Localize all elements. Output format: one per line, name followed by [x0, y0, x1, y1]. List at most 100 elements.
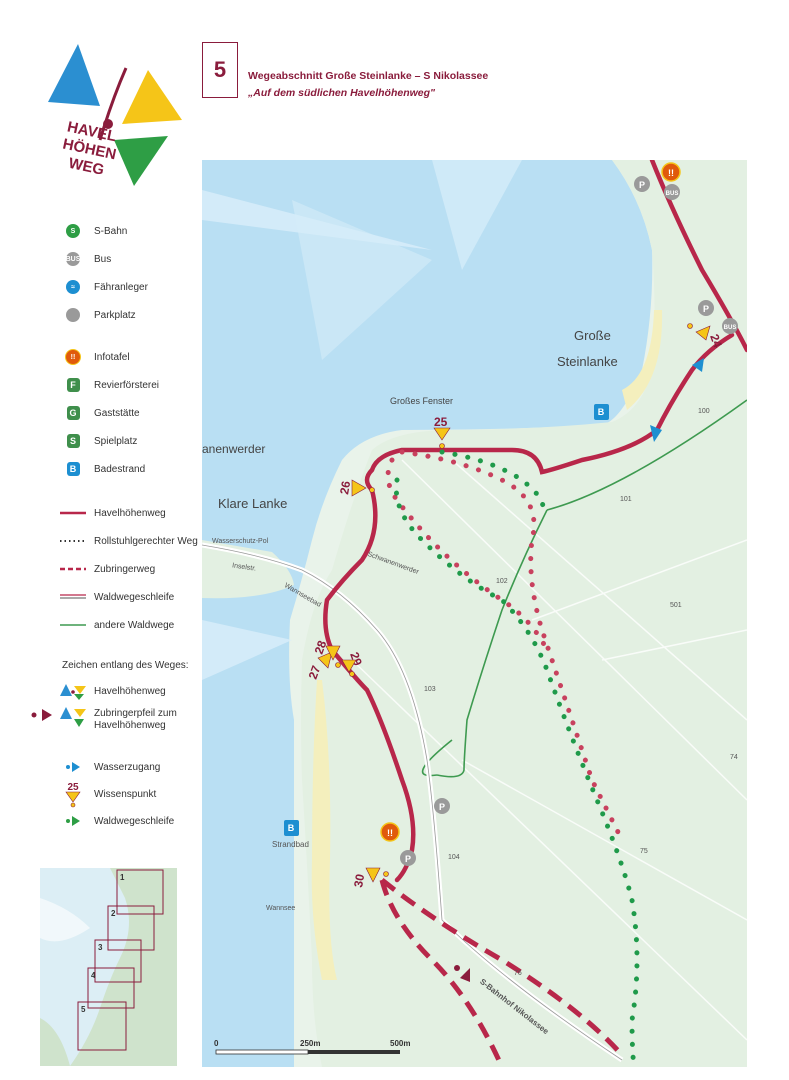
forest-number-76: 76 — [514, 970, 522, 977]
overview-map: 1 2 3 4 5 — [40, 868, 177, 1066]
water-access-icon — [650, 425, 662, 442]
legend-item-havelhoehenweg: Havelhöhenweg — [60, 504, 166, 522]
forest-number-100: 100 — [698, 408, 710, 415]
legend-signs-title: Zeichen entlang des Weges: — [62, 660, 189, 671]
bus-icon: BUS — [722, 318, 738, 334]
page-subtitle: „Auf dem südlichen Havelhöhenweg" — [248, 87, 436, 99]
svg-text:P: P — [439, 802, 445, 812]
legend-sign-water-access: Wasserzugang — [60, 758, 160, 776]
bus-icon: BUS — [66, 252, 80, 266]
label-wasserschutz: Wasserschutz-Pol — [212, 538, 269, 545]
legend-item-infotafel: !! Infotafel — [60, 348, 130, 366]
s-bahn-icon: S — [66, 224, 80, 238]
svg-text:!!: !! — [668, 168, 674, 178]
svg-text:P: P — [703, 304, 709, 314]
double-line-icon — [60, 594, 86, 599]
legend-sign-trail: Havelhöhenweg — [60, 682, 166, 700]
main-map: 25 24 26 27 28 — [202, 160, 747, 1067]
legend-item-feeder-path: Zubringerweg — [60, 560, 155, 578]
overview-section-4: 4 — [91, 971, 96, 980]
knowledge-point-29: 29 — [341, 650, 365, 677]
legend-item-forest-loop: Waldwegeschleife — [60, 588, 174, 606]
dashed-maroon-line-icon — [60, 567, 86, 571]
feeder-arrow-icon — [31, 707, 86, 727]
label-schwanenwerder: anenwerder — [202, 442, 266, 456]
section-number-box: 5 — [202, 42, 238, 98]
beach-icon: B — [594, 404, 609, 420]
forest-loop-icon — [66, 816, 80, 826]
dotted-line-icon — [60, 540, 86, 542]
knowledge-point-icon: 25 — [65, 782, 81, 808]
label-strandbad: Strandbad — [272, 840, 309, 849]
parking-icon: P — [400, 850, 416, 866]
knowledge-point-27: 27 — [306, 651, 333, 681]
forest-number-75: 75 — [640, 848, 648, 855]
svg-text:P: P — [639, 180, 645, 190]
beach-strip — [311, 680, 337, 980]
svg-text:BUS: BUS — [724, 325, 737, 331]
scale-bar: 0 250m 500m — [214, 1039, 410, 1055]
svg-text:P: P — [405, 854, 411, 864]
knowledge-point-24: 24 — [687, 323, 725, 350]
label-grosse: Große — [574, 328, 611, 343]
legend-item-bus: BUS Bus — [65, 252, 112, 266]
legend-item-s-bahn: S S-Bahn — [60, 222, 127, 240]
schwanenwerder-island — [202, 540, 294, 599]
red-dotted-path — [399, 449, 625, 843]
label-steinlanke: Steinlanke — [557, 354, 618, 369]
svg-text:500m: 500m — [390, 1039, 410, 1048]
parking-icon: P — [634, 176, 650, 192]
feeder-arrow-dot — [454, 965, 460, 971]
svg-text:30: 30 — [351, 873, 367, 889]
svg-text:250m: 250m — [300, 1039, 320, 1048]
solid-green-line-icon — [60, 624, 86, 626]
legend-item-ferry: ≈ Fähranleger — [60, 278, 148, 296]
green-dotted-path — [439, 449, 546, 513]
svg-text:0: 0 — [214, 1039, 219, 1048]
forest-number-101: 101 — [620, 496, 632, 503]
svg-text:26: 26 — [337, 480, 353, 496]
overview-section-3: 3 — [98, 943, 103, 952]
info-board-icon: !! — [65, 349, 81, 365]
knowledge-point-26: 26 — [337, 479, 375, 497]
ferry-icon: ≈ — [66, 280, 80, 294]
legend-item-forestry: F Revierförsterei — [60, 376, 159, 394]
svg-text:!!: !! — [387, 828, 393, 838]
overview-section-1: 1 — [120, 873, 125, 882]
legend-item-parking: Parkplatz — [60, 306, 136, 324]
playground-icon: S — [66, 434, 80, 448]
info-board-icon: !! — [380, 822, 400, 842]
svg-text:25: 25 — [67, 782, 79, 793]
knowledge-point-28: 28 — [312, 638, 341, 668]
overview-section-2: 2 — [111, 909, 116, 918]
svg-text:BUS: BUS — [666, 191, 679, 197]
legend-item-wheelchair-path: Rollstuhlgerechter Weg — [60, 532, 198, 550]
svg-text:27: 27 — [306, 663, 324, 681]
label-grosses-fenster: Großes Fenster — [390, 396, 454, 406]
knowledge-point-30: 30 — [351, 867, 389, 889]
svg-text:24: 24 — [707, 332, 725, 350]
knowledge-point-25: 25 — [433, 415, 451, 449]
forest-number-74: 74 — [730, 754, 738, 761]
legend-sign-knowledge-point: 25 Wissenspunkt — [60, 780, 156, 808]
parking-icon: P — [434, 798, 450, 814]
forest-path — [436, 509, 548, 778]
forest-number-501: 501 — [670, 602, 682, 609]
svg-text:28: 28 — [312, 638, 330, 656]
water-access-icon — [692, 358, 704, 372]
beach-icon: B — [284, 820, 299, 836]
forestry-icon: F — [66, 378, 80, 392]
feeder-path — [379, 879, 505, 1067]
legend-item-restaurant: G Gaststätte — [60, 404, 140, 422]
havelhoehenweg-logo: HAVEL HÖHEN WEG — [30, 40, 190, 190]
forest-number-102: 102 — [496, 578, 508, 585]
svg-text:B: B — [288, 823, 295, 833]
solid-maroon-line-icon — [60, 511, 86, 515]
svg-text:B: B — [598, 407, 605, 417]
label-wannsee: Wannsee — [266, 905, 296, 912]
trail-sign-icon — [60, 684, 86, 700]
bus-icon: BUS — [664, 184, 680, 200]
water-area — [202, 160, 653, 1067]
section-number: 5 — [213, 57, 227, 82]
legend-sign-forest-loop: Waldwegeschleife — [60, 812, 174, 830]
